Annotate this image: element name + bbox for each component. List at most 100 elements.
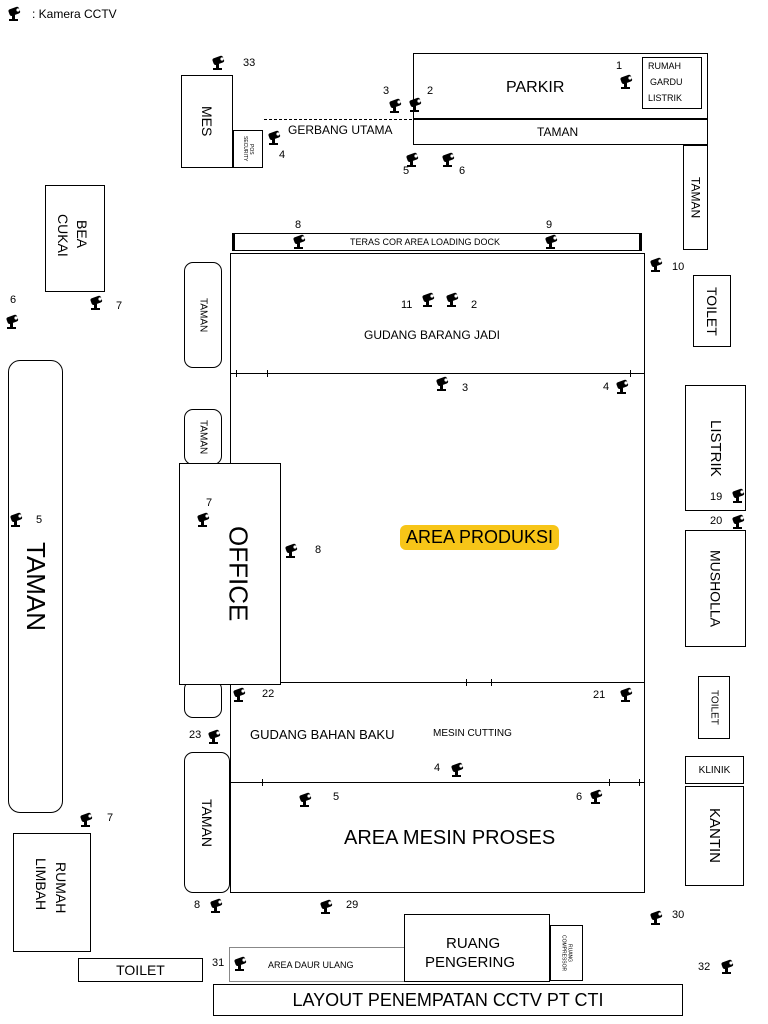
rumah-gardu-line2: GARDU bbox=[650, 77, 683, 87]
cctv-camera-icon bbox=[730, 514, 750, 530]
gudang-barang-jadi-label: GUDANG BARANG JADI bbox=[364, 328, 501, 342]
musholla-building: MUSHOLLA bbox=[685, 530, 746, 647]
camera-number: 23 bbox=[189, 729, 202, 741]
camera-number: 6 bbox=[10, 294, 17, 306]
cctv-camera-icon bbox=[449, 762, 469, 778]
cctv-camera-icon bbox=[420, 292, 440, 308]
divider-produksi bbox=[230, 682, 645, 683]
camera-number: 4 bbox=[603, 381, 610, 393]
camera-number: 10 bbox=[672, 261, 685, 273]
camera-number: 31 bbox=[212, 957, 225, 969]
cctv-camera-icon bbox=[4, 314, 24, 330]
camera-number: 21 bbox=[593, 689, 606, 701]
cctv-camera-icon bbox=[648, 910, 668, 926]
camera-number: 6 bbox=[459, 165, 466, 177]
camera-number: 5 bbox=[333, 791, 340, 803]
camera-number: 8 bbox=[315, 544, 322, 556]
tick bbox=[262, 779, 263, 786]
camera-number: 19 bbox=[710, 491, 723, 503]
cctv-camera-icon bbox=[404, 152, 424, 168]
camera-number: 7 bbox=[107, 812, 114, 824]
cctv-camera-icon bbox=[232, 956, 252, 972]
cctv-camera-icon bbox=[210, 55, 230, 71]
mes-building: MES bbox=[181, 75, 233, 168]
camera-number: 6 bbox=[576, 791, 583, 803]
camera-number: 7 bbox=[116, 300, 123, 312]
taman-top bbox=[413, 119, 708, 145]
camera-number: 29 bbox=[346, 899, 359, 911]
cctv-camera-icon bbox=[318, 899, 338, 915]
gerbang-utama-label: GERBANG UTAMA bbox=[288, 123, 393, 137]
cctv-camera-icon bbox=[231, 687, 251, 703]
ruang-compressor: RUANG COMPRESSOR bbox=[550, 925, 583, 981]
cctv-camera-icon bbox=[208, 898, 228, 914]
camera-number: 32 bbox=[698, 961, 711, 973]
cctv-camera-icon bbox=[618, 687, 638, 703]
tick bbox=[267, 370, 268, 377]
cctv-camera-icon bbox=[588, 789, 608, 805]
taman-left-small2: TAMAN bbox=[184, 409, 222, 465]
area-daur-ulang bbox=[229, 947, 406, 982]
camera-number: 11 bbox=[401, 299, 413, 311]
rumah-limbah bbox=[13, 833, 91, 952]
teras-left-edge bbox=[232, 233, 235, 251]
cctv-camera-icon bbox=[387, 98, 407, 114]
gerbang-dashed-line bbox=[264, 119, 412, 120]
cctv-camera-icon bbox=[88, 295, 108, 311]
page-title: LAYOUT PENEMPATAN CCTV PT CTI bbox=[213, 984, 683, 1016]
cctv-camera-icon bbox=[266, 130, 286, 146]
taman-top-label: TAMAN bbox=[537, 125, 579, 139]
teras-line bbox=[232, 250, 642, 251]
cctv-camera-icon bbox=[206, 729, 226, 745]
cukai-label: CUKAI bbox=[55, 214, 71, 257]
bea-label: BEA bbox=[74, 220, 90, 249]
toilet-right-mid: TOILET bbox=[698, 676, 730, 739]
cctv-camera-icon bbox=[283, 543, 303, 559]
tick bbox=[609, 779, 610, 786]
cctv-camera-icon bbox=[614, 379, 634, 395]
office-building: OFFICE bbox=[179, 463, 281, 685]
camera-number: 9 bbox=[546, 219, 553, 231]
cctv-camera-icon bbox=[195, 512, 215, 528]
cctv-camera-icon bbox=[8, 512, 28, 528]
camera-number: 4 bbox=[434, 762, 441, 774]
divider-mesin bbox=[230, 782, 645, 783]
teras-label: TERAS COR AREA LOADING DOCK bbox=[350, 237, 501, 247]
cctv-camera-icon bbox=[6, 6, 26, 22]
taman-bottom-left: TAMAN bbox=[184, 752, 230, 893]
pos-security: POS SECURITY bbox=[233, 130, 263, 168]
taman-right-top: TAMAN bbox=[683, 145, 708, 250]
pengering-label: PENGERING bbox=[425, 954, 516, 971]
mesin-cutting-label: MESIN CUTTING bbox=[433, 728, 512, 739]
toilet-bottom: TOILET bbox=[78, 958, 203, 982]
cctv-camera-icon bbox=[719, 959, 739, 975]
rumah-gardu-line3: LISTRIK bbox=[648, 93, 683, 103]
limbah-label: LIMBAH bbox=[33, 858, 49, 911]
camera-number: 1 bbox=[616, 60, 623, 72]
camera-number: 4 bbox=[279, 149, 286, 161]
klinik-building: KLINIK bbox=[685, 756, 744, 784]
cctv-camera-icon bbox=[78, 812, 98, 828]
tick bbox=[491, 679, 492, 686]
camera-number: 2 bbox=[427, 85, 434, 97]
divider-gudang bbox=[230, 373, 645, 374]
bea-cukai bbox=[45, 185, 105, 292]
cctv-camera-icon bbox=[648, 257, 668, 273]
cctv-camera-icon bbox=[618, 74, 638, 90]
cctv-camera-icon bbox=[444, 292, 464, 308]
kantin-building: KANTIN bbox=[685, 786, 744, 886]
area-daur-ulang-label: AREA DAUR ULANG bbox=[268, 960, 354, 970]
office-bottom-rounded bbox=[184, 680, 222, 718]
parkir-label: PARKIR bbox=[506, 79, 565, 96]
camera-number: 5 bbox=[403, 165, 410, 177]
cctv-camera-icon bbox=[407, 97, 427, 113]
cctv-camera-icon bbox=[297, 792, 317, 808]
legend-label: : Kamera CCTV bbox=[32, 7, 117, 21]
factory-building bbox=[230, 253, 645, 893]
rumah-label: RUMAH bbox=[53, 862, 69, 914]
camera-number: 5 bbox=[36, 514, 43, 526]
teras-right-edge bbox=[639, 233, 642, 251]
cctv-camera-icon bbox=[434, 376, 454, 392]
teras-top bbox=[232, 233, 642, 234]
cctv-camera-icon bbox=[440, 152, 460, 168]
